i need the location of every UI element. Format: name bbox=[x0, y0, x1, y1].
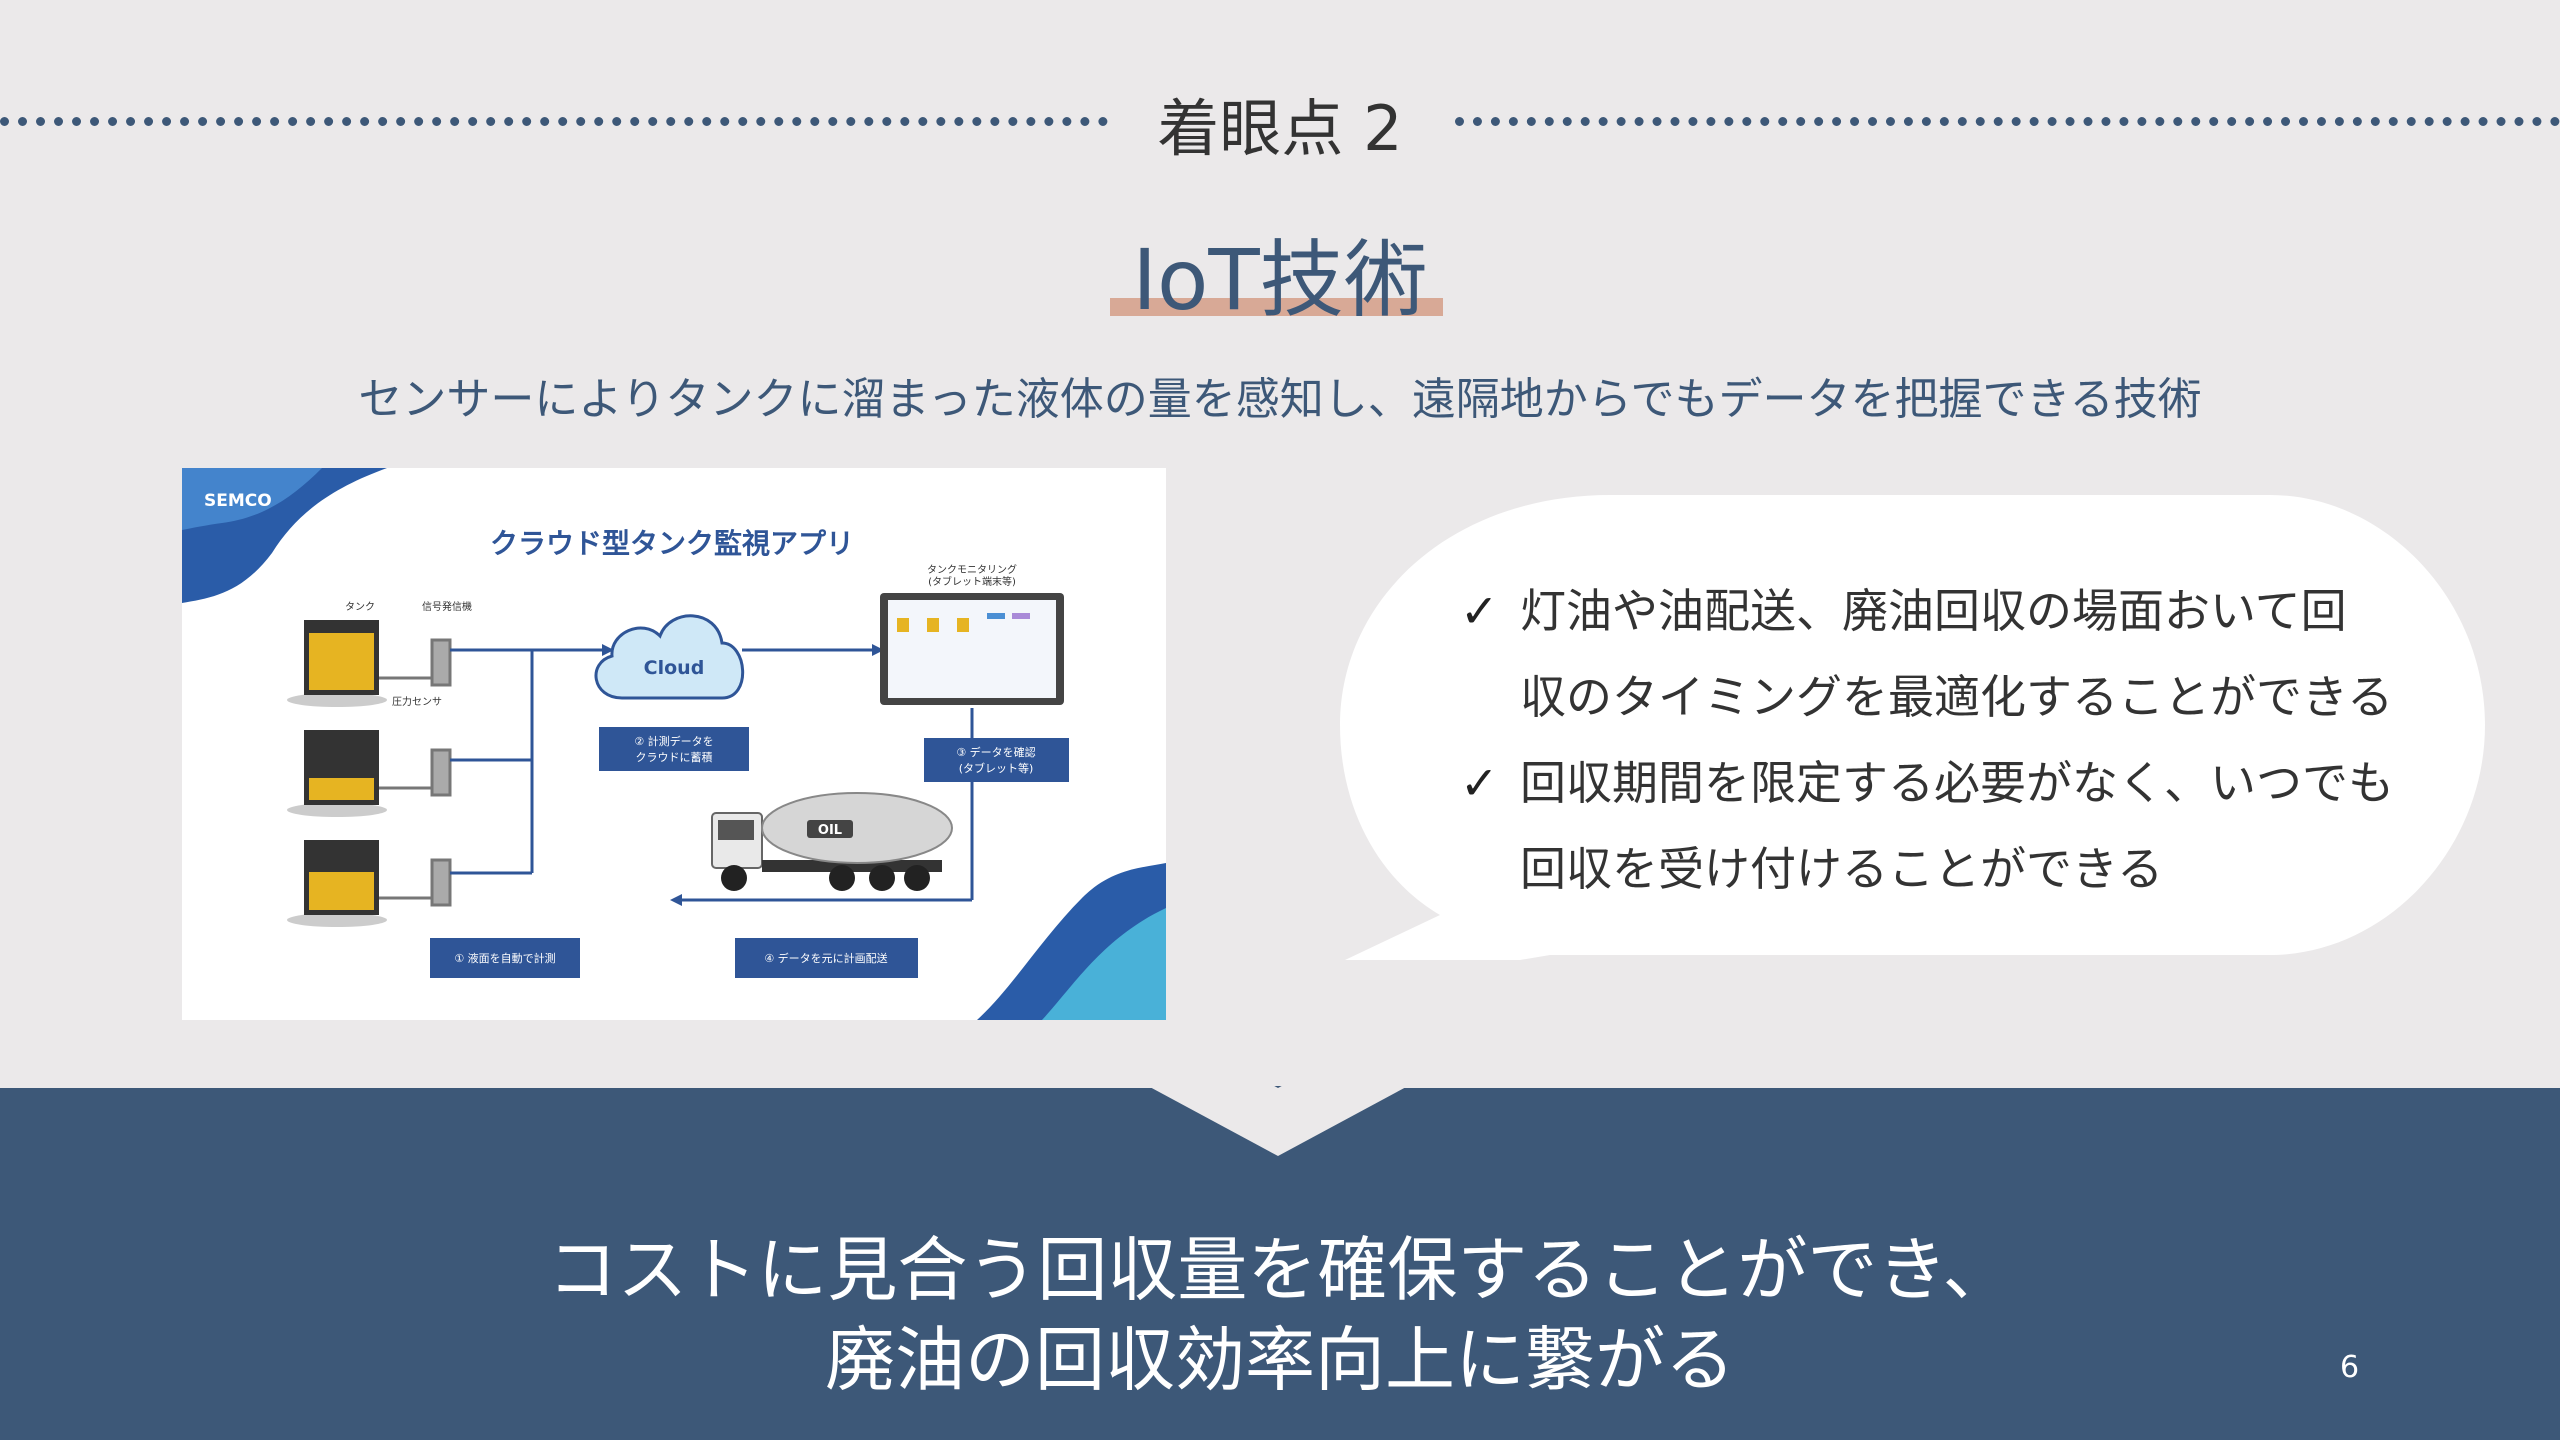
semco-logo: SEMCO bbox=[204, 491, 272, 511]
tanker-truck-icon bbox=[711, 792, 953, 891]
cloud-icon bbox=[594, 614, 745, 700]
transmitter-label: 信号発信機 bbox=[422, 600, 472, 613]
truck-label: OIL bbox=[818, 823, 842, 838]
monitor-label-1: タンクモニタリング bbox=[927, 563, 1017, 576]
tank-3 bbox=[287, 840, 387, 927]
sensor-label: 圧力センサ bbox=[392, 695, 442, 708]
sensor-devices bbox=[379, 638, 452, 907]
monitor-label-2: (タブレット端末等) bbox=[928, 575, 1016, 588]
bubble-list: ✓灯油や油配送、廃油回収の場面おいて回 収のタイミングを最適化することができる … bbox=[1460, 568, 2460, 912]
bubble-item-1-line1: 灯油や油配送、廃油回収の場面おいて回 bbox=[1520, 584, 2347, 638]
check-icon: ✓ bbox=[1460, 584, 1499, 638]
banner-notch bbox=[1148, 1086, 1408, 1156]
dotted-rule-right bbox=[1455, 117, 2560, 126]
step4-label: ④ データを元に計画配送 bbox=[764, 951, 887, 965]
step1-box bbox=[430, 938, 580, 978]
slide-heading: クラウド型タンク監視アプリ bbox=[490, 527, 854, 560]
conclusion-line-1: コストに見合う回収量を確保することができ、 bbox=[547, 1229, 2013, 1311]
step3-line1: ③ データを確認 bbox=[956, 745, 1035, 759]
title-highlight bbox=[1110, 298, 1443, 316]
step2-box bbox=[599, 727, 749, 771]
bottom-wave-shape-light bbox=[1042, 908, 1166, 1020]
step3-line2: (タブレット等) bbox=[959, 761, 1034, 775]
speech-bubble bbox=[1340, 495, 2485, 960]
bubble-item: ✓ 灯油や油配送、廃油回収の場面おいて回 収のタイミングを最適化することができる bbox=[1460, 568, 2460, 740]
step1-label: ① 液面を自動で計測 bbox=[454, 951, 555, 965]
step2-line2: クラウドに蓄積 bbox=[636, 750, 713, 764]
tank-label: タンク bbox=[345, 601, 375, 613]
section-label: 着眼点 2 bbox=[1110, 78, 1450, 168]
tank-2 bbox=[287, 730, 387, 817]
conclusion-line-2: 廃油の回収効率向上に繋がる bbox=[825, 1319, 1735, 1401]
top-wave-shape-light bbox=[182, 468, 322, 530]
diagram-image: SEMCO クラウド型タンク監視アプリ タンク 信号発信機 圧力センサ bbox=[182, 468, 1166, 1020]
dotted-rule-left bbox=[0, 117, 1108, 126]
step4-box bbox=[735, 938, 918, 978]
step3-box bbox=[924, 738, 1069, 782]
check-icon: ✓ bbox=[1460, 756, 1499, 810]
tank-1 bbox=[287, 620, 387, 707]
tablet-icon bbox=[880, 593, 1064, 705]
page-title: IoT技術 bbox=[1132, 231, 1428, 329]
cloud-label: Cloud bbox=[644, 657, 705, 679]
bubble-item: ✓ 回収期間を限定する必要がなく、いつでも 回収を受け付けることができる bbox=[1460, 740, 2460, 912]
description: センサーによりタンクに溜まった液体の量を感知し、遠隔地からでもデータを把握できる… bbox=[358, 374, 2202, 425]
page-number: 6 bbox=[2340, 1350, 2360, 1385]
conclusion-text: コストに見合う回収量を確保することができ、 廃油の回収効率向上に繋がる bbox=[300, 1225, 2260, 1405]
bubble-item-1-line2: 収のタイミングを最適化することができる bbox=[1520, 670, 2394, 724]
bubble-item-2-line1: 回収期間を限定する必要がなく、いつでも bbox=[1520, 756, 2394, 810]
bubble-item-2-line2: 回収を受け付けることができる bbox=[1520, 842, 2164, 896]
step2-line1: ② 計測データを bbox=[634, 734, 713, 748]
